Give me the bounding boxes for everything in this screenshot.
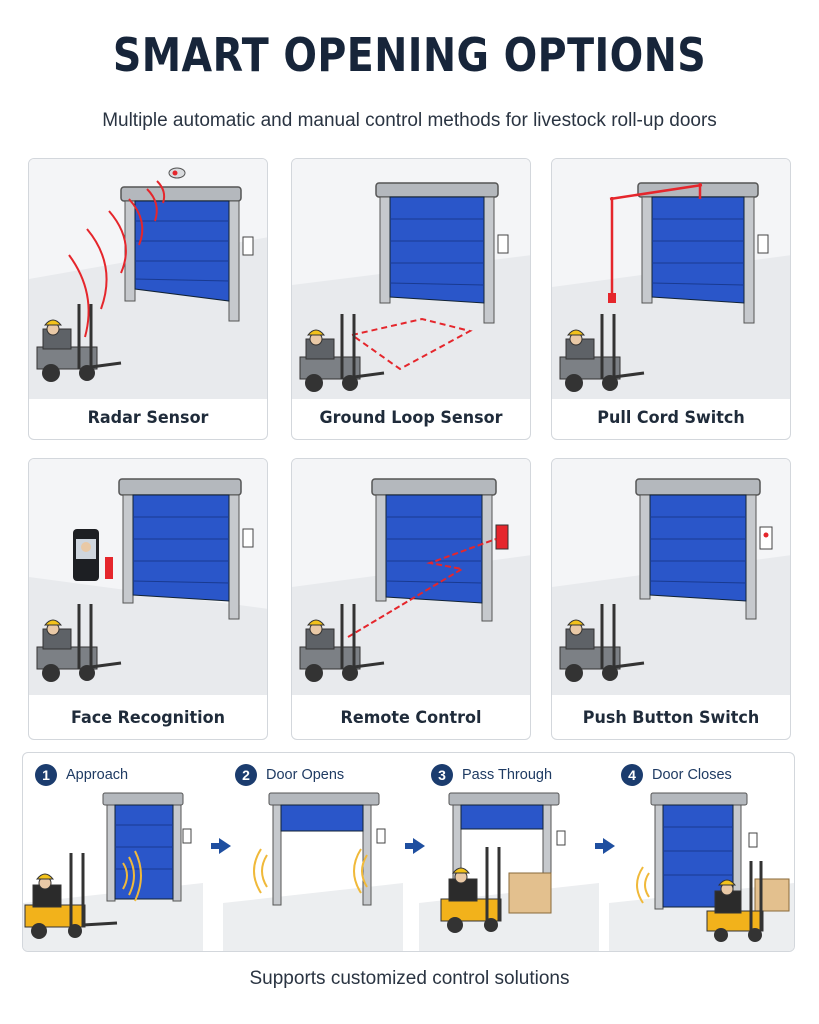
option-card-remote-control[interactable]: Remote Control: [291, 458, 531, 740]
option-card-pull-cord[interactable]: Pull Cord Switch: [551, 158, 791, 440]
option-label: Ground Loop Sensor: [319, 408, 503, 428]
page-subtitle: Multiple automatic and manual control me…: [102, 110, 717, 131]
option-card-ground-loop[interactable]: Ground Loop Sensor: [291, 158, 531, 440]
step-number: 4: [621, 764, 643, 786]
approach-illustration: [23, 792, 203, 951]
radar-sensor-illustration: [29, 159, 267, 399]
option-card-radar[interactable]: Radar Sensor: [28, 158, 268, 440]
step-pass-through: 3 Pass Through: [419, 753, 599, 951]
option-label: Remote Control: [340, 708, 482, 728]
step-number: 3: [431, 764, 453, 786]
option-label: Radar Sensor: [87, 408, 209, 428]
option-label: Push Button Switch: [582, 708, 760, 728]
remote-control-illustration: [292, 459, 530, 695]
step-number: 2: [235, 764, 257, 786]
face-recognition-icon: [73, 529, 113, 581]
step-label: Approach: [66, 767, 129, 783]
ground-loop-illustration: [292, 159, 530, 399]
step-door-opens: 2 Door Opens: [223, 753, 403, 951]
push-button-illustration: [552, 459, 790, 695]
door-closes-illustration: [609, 792, 794, 951]
forklift-icon: [36, 304, 122, 382]
remote-control-icon: [495, 524, 509, 550]
next-arrow-icon: [595, 838, 615, 854]
page-title: SMART OPENING OPTIONS: [112, 28, 707, 82]
pull-cord-icon: [609, 183, 703, 295]
step-label: Door Opens: [266, 767, 345, 783]
roll-up-door: [120, 186, 254, 322]
step-approach: 1 Approach: [23, 753, 203, 951]
face-recognition-illustration: [29, 459, 267, 695]
door-opens-illustration: [223, 792, 403, 951]
push-button-icon: [759, 526, 773, 550]
option-label: Pull Cord Switch: [597, 408, 745, 428]
next-arrow-icon: [211, 838, 231, 854]
step-label: Pass Through: [462, 767, 553, 783]
next-arrow-icon: [405, 838, 425, 854]
option-card-face-recognition[interactable]: Face Recognition: [28, 458, 268, 740]
step-label: Door Closes: [652, 767, 732, 783]
step-number: 1: [35, 764, 57, 786]
operation-sequence-panel: 1 Approach 2 Door Opens: [22, 752, 795, 952]
option-label: Face Recognition: [70, 708, 225, 728]
forklift-icon: [24, 853, 118, 939]
ground-loop-icon: [349, 317, 473, 371]
footer-note: Supports customized control solutions: [249, 968, 570, 989]
step-door-closes: 4 Door Closes: [609, 753, 794, 951]
pull-cord-illustration: [552, 159, 790, 399]
pass-through-illustration: [419, 792, 599, 951]
option-card-push-button[interactable]: Push Button Switch: [551, 458, 791, 740]
